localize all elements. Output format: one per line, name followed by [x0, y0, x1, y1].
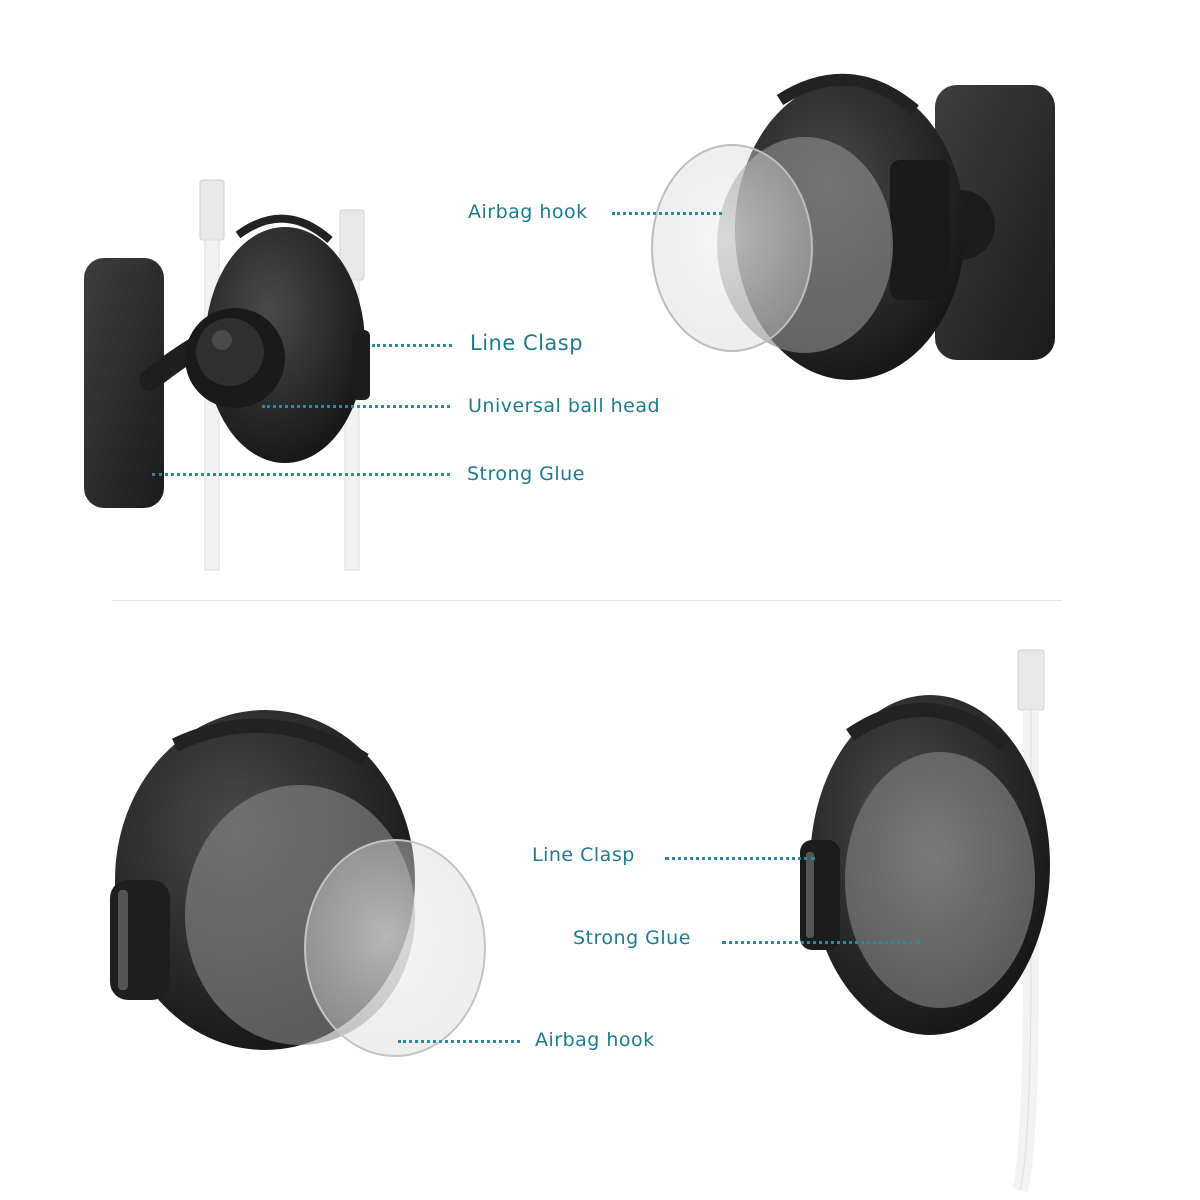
leader-strong-glue-top — [152, 473, 450, 476]
adhesive-plate — [84, 258, 164, 508]
leader-strong-glue-bottom — [722, 941, 920, 944]
strong-glue-pad — [845, 752, 1035, 1008]
label-strong-glue-bottom: Strong Glue — [573, 927, 691, 949]
airbag-hook-mount-bottom — [110, 710, 486, 1057]
adhesive-plate — [935, 85, 1055, 360]
label-line-clasp-top: Line Clasp — [470, 331, 584, 355]
label-airbag-hook-bottom: Airbag hook — [535, 1029, 655, 1051]
section-divider — [112, 600, 1062, 601]
label-strong-glue-top: Strong Glue — [467, 463, 585, 485]
leader-line-clasp-top — [372, 344, 452, 347]
label-line-clasp-bottom: Line Clasp — [532, 844, 635, 866]
label-airbag-hook-top: Airbag hook — [468, 201, 588, 223]
cable-connector-left — [199, 179, 225, 241]
leader-line-clasp-bottom — [665, 857, 815, 860]
leader-universal-ball-head — [262, 405, 450, 408]
airbag-hook-mount-top — [651, 73, 1055, 380]
line-clasp-mount-bottom — [800, 649, 1050, 1192]
label-universal-ball-head: Universal ball head — [468, 395, 661, 417]
cable-connector — [1017, 649, 1045, 711]
leader-airbag-hook-bottom — [398, 1040, 520, 1043]
leader-airbag-hook-top — [612, 212, 722, 215]
airbag-hook-disc — [304, 839, 486, 1057]
ball-head-mount — [84, 179, 370, 571]
airbag-hook-disc — [651, 144, 813, 352]
